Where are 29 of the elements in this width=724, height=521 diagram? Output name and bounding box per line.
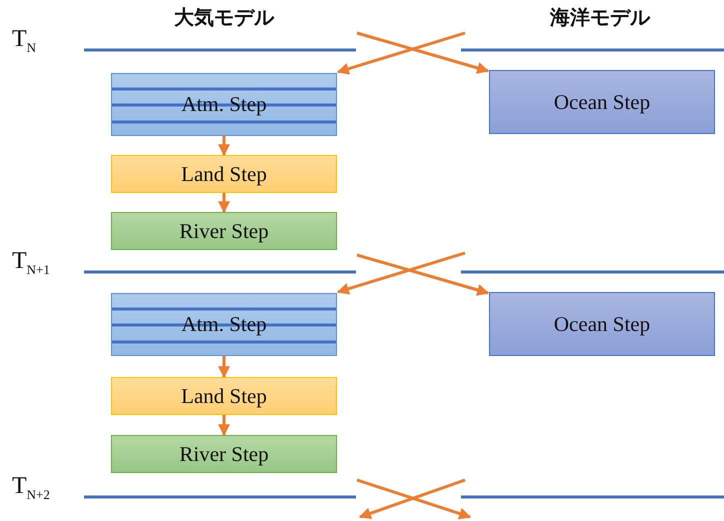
step-label: Land Step: [181, 162, 267, 186]
atmosphere-step-box: [111, 293, 337, 356]
step-label: Atm. Step: [181, 92, 267, 117]
arrow: [218, 415, 230, 436]
river-step-box: [111, 212, 337, 250]
arrow: [356, 254, 490, 296]
land-step-box: [111, 155, 337, 193]
land-step-box: [111, 377, 337, 415]
time-label: T$_{N+1}$: [12, 248, 50, 278]
atmosphere-step-box: [111, 73, 337, 136]
step-label: Land Step: [181, 384, 267, 408]
time-label: T$_{N+2}$: [12, 473, 50, 503]
ocean-step-box: [489, 292, 715, 356]
arrow: [336, 252, 466, 295]
arrow: [218, 356, 230, 378]
step-label: River Step: [179, 218, 269, 244]
arrow: [356, 32, 490, 74]
ocean-step-box: [489, 70, 715, 134]
step-label: Ocean Step: [554, 312, 650, 336]
step-label: River Step: [179, 442, 269, 466]
arrow: [218, 193, 230, 214]
model-heading: 海洋モデル: [550, 4, 650, 31]
step-label: Atm. Step: [181, 312, 267, 337]
arrow: [218, 136, 230, 156]
river-step-box: [111, 435, 337, 473]
step-label: Ocean Step: [554, 90, 650, 114]
arrow: [336, 32, 466, 75]
model-heading: 大気モデル: [174, 4, 274, 31]
time-label: T$_{N}$: [12, 26, 36, 56]
